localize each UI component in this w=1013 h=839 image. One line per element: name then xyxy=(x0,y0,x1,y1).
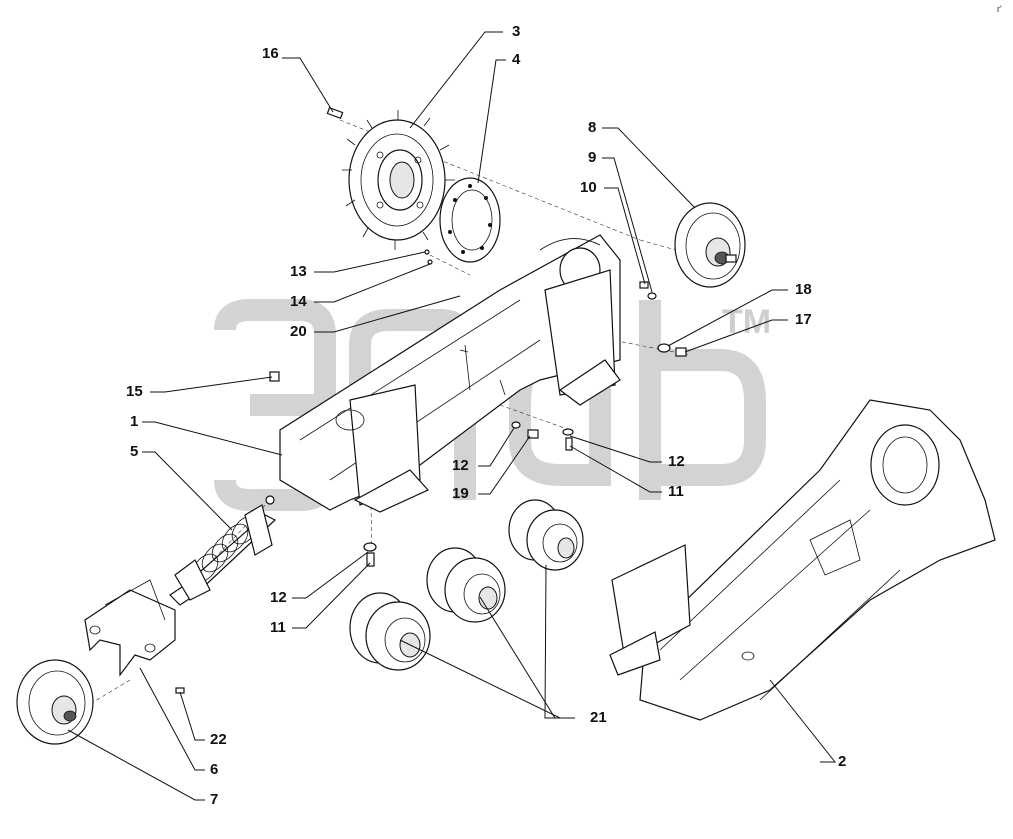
washer-12-mid xyxy=(511,421,521,429)
track-roller-21-c xyxy=(508,499,584,571)
callout-6: 6 xyxy=(210,761,218,778)
idler-wheel-8 xyxy=(674,202,746,288)
callout-12-mid: 12 xyxy=(452,457,469,474)
callout-13: 13 xyxy=(290,263,307,280)
callout-9: 9 xyxy=(588,149,596,166)
callout-12-right: 12 xyxy=(668,453,685,470)
spacer-ring-4 xyxy=(439,177,501,263)
callout-19: 19 xyxy=(452,485,469,502)
bolt-11-low xyxy=(366,552,375,567)
bolt-16 xyxy=(326,107,344,119)
watermark-tm-text: TM xyxy=(722,303,771,341)
pin-13 xyxy=(424,249,430,255)
callout-14: 14 xyxy=(290,293,307,310)
callout-10: 10 xyxy=(580,179,597,196)
callout-22: 22 xyxy=(210,731,227,748)
callout-4: 4 xyxy=(512,51,521,68)
bolt-10 xyxy=(639,281,649,289)
callout-3: 3 xyxy=(512,23,520,40)
callout-20: 20 xyxy=(290,323,307,340)
washer-18 xyxy=(657,343,671,353)
bolt-15 xyxy=(269,371,280,382)
pin-14 xyxy=(427,259,433,265)
callout-8: 8 xyxy=(588,119,596,136)
corner-mark: r' xyxy=(997,4,1002,14)
callout-5: 5 xyxy=(130,443,138,460)
callout-21: 21 xyxy=(590,709,607,726)
bolt-11-right xyxy=(565,437,573,451)
nut-17 xyxy=(675,347,687,357)
callout-11-right: 11 xyxy=(668,483,684,500)
track-roller-21-a xyxy=(349,592,431,671)
sprocket-3 xyxy=(342,110,455,250)
washer-12-low xyxy=(363,542,377,552)
callout-2: 2 xyxy=(838,753,846,770)
callout-11-low: 11 xyxy=(270,619,286,636)
yoke-6 xyxy=(84,579,176,677)
callout-16: 16 xyxy=(262,45,279,62)
recoil-spring-5 xyxy=(169,495,277,606)
callout-17: 17 xyxy=(795,311,812,328)
track-frame-1 xyxy=(279,234,621,513)
callout-7: 7 xyxy=(210,791,218,808)
callout-18: 18 xyxy=(795,281,812,298)
track-frame-2 xyxy=(609,399,996,721)
leader-lines xyxy=(67,31,837,801)
callout-12-low: 12 xyxy=(270,589,287,606)
bolt-19 xyxy=(527,429,539,439)
washer-9 xyxy=(647,292,657,300)
callout-15: 15 xyxy=(126,383,143,400)
track-roller-21-b xyxy=(426,547,506,623)
washer-12-right xyxy=(562,428,574,436)
front-idler-7 xyxy=(16,659,94,745)
callout-1: 1 xyxy=(130,413,138,430)
callout-labels: 16 3 4 8 9 10 13 14 20 15 1 5 18 17 12 1… xyxy=(126,23,846,808)
